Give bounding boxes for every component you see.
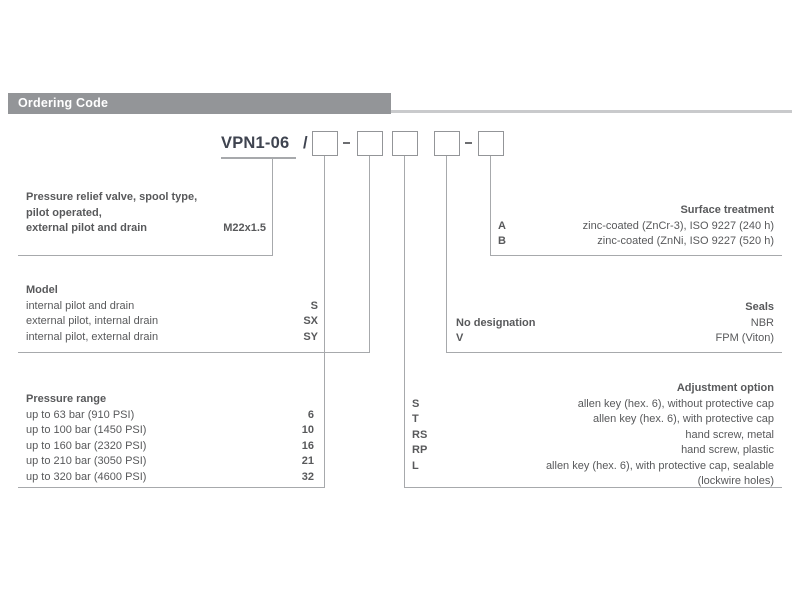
pressure-range-code: 6 <box>307 408 314 421</box>
rule-product-bottom <box>18 255 273 257</box>
product-thread-code: M22x1.5 <box>223 222 266 234</box>
adjustment-option-code: RS <box>412 428 428 441</box>
adjustment-option-desc: allen key (hex. 6), without protective c… <box>577 397 774 410</box>
adjustment-option-title: Adjustment option <box>676 382 774 394</box>
pressure-range-row: up to 63 bar (910 PSI) 6 <box>26 408 314 424</box>
block-adjustment-option: Adjustment option S allen key (hex. 6), … <box>412 381 774 490</box>
pressure-range-code: 16 <box>301 439 314 452</box>
seals-desc: FPM (Viton) <box>715 332 774 344</box>
code-box-4[interactable] <box>434 131 460 156</box>
model-row: internal pilot, external drain SY <box>26 330 318 346</box>
product-line-3: external pilot and drain <box>26 222 148 234</box>
block-product: Pressure relief valve, spool type, pilot… <box>26 190 266 237</box>
pressure-range-title: Pressure range <box>26 393 107 405</box>
adjustment-option-desc: allen key (hex. 6), with protective cap,… <box>545 459 774 472</box>
surface-treatment-code: A <box>498 219 506 232</box>
connector-pressure-range <box>324 156 326 488</box>
model-code: SY <box>303 330 318 343</box>
pressure-range-code: 10 <box>301 424 314 436</box>
model-desc: internal pilot and drain <box>26 299 135 312</box>
model-code: S <box>310 299 318 312</box>
seals-row: V FPM (Viton) <box>456 331 774 347</box>
adjustment-option-row: S allen key (hex. 6), without protective… <box>412 397 774 413</box>
code-dash-2 <box>465 142 472 145</box>
seals-desc: NBR <box>750 316 774 329</box>
adjustment-option-row: L allen key (hex. 6), with protective ca… <box>412 459 774 475</box>
connector-adjustment-option <box>404 156 406 488</box>
adjustment-option-desc: hand screw, metal <box>685 428 774 441</box>
block-seals: Seals No designation NBR V FPM (Viton) <box>456 300 774 347</box>
connector-product <box>272 157 274 256</box>
adjustment-option-code: S <box>412 397 420 410</box>
code-box-3[interactable] <box>392 131 418 156</box>
pressure-range-desc: up to 210 bar (3050 PSI) <box>26 455 147 467</box>
seals-row: No designation NBR <box>456 316 774 332</box>
pressure-range-row: up to 320 bar (4600 PSI) 32 <box>26 470 314 486</box>
code-dash-1 <box>343 142 350 145</box>
adjustment-option-desc: allen key (hex. 6), with protective cap <box>593 413 774 425</box>
pressure-range-row: up to 100 bar (1450 PSI) 10 <box>26 423 314 439</box>
adjustment-option-code: T <box>412 413 419 425</box>
pressure-range-row: up to 210 bar (3050 PSI) 21 <box>26 454 314 470</box>
model-title: Model <box>26 284 58 296</box>
model-desc: internal pilot, external drain <box>26 330 159 343</box>
rule-seals-bottom <box>446 352 782 354</box>
model-row: internal pilot and drain S <box>26 299 318 315</box>
adjustment-option-code: RP <box>412 444 428 456</box>
adjustment-option-row: RS hand screw, metal <box>412 428 774 444</box>
pressure-range-code: 32 <box>301 470 314 483</box>
rule-adjustment-option-bottom <box>404 487 782 489</box>
rule-model-bottom <box>18 352 370 354</box>
block-surface-treatment: Surface treatment A zinc-coated (ZnCr-3)… <box>498 203 774 250</box>
header-rule <box>391 110 792 113</box>
pressure-range-desc: up to 160 bar (2320 PSI) <box>26 439 147 452</box>
block-model: Model internal pilot and drain S externa… <box>26 283 318 345</box>
adjustment-option-code: L <box>412 459 419 472</box>
product-line-1: Pressure relief valve, spool type, <box>26 191 198 203</box>
connector-surface-treatment <box>490 156 492 255</box>
model-desc: external pilot, internal drain <box>26 315 159 327</box>
adjustment-option-row: T allen key (hex. 6), with protective ca… <box>412 412 774 428</box>
model-row: external pilot, internal drain SX <box>26 314 318 330</box>
model-code-label: VPN1-06 <box>221 134 290 152</box>
block-pressure-range: Pressure range up to 63 bar (910 PSI) 6 … <box>26 392 314 485</box>
connector-model <box>369 156 371 353</box>
surface-treatment-title: Surface treatment <box>680 204 774 216</box>
section-header-bar <box>8 93 391 114</box>
model-code: SX <box>303 315 318 327</box>
surface-treatment-desc: zinc-coated (ZnNi, ISO 9227 (520 h) <box>597 235 774 247</box>
adjustment-option-code <box>412 474 446 490</box>
code-box-5[interactable] <box>478 131 504 156</box>
surface-treatment-row: B zinc-coated (ZnNi, ISO 9227 (520 h) <box>498 234 774 250</box>
adjustment-option-desc: hand screw, plastic <box>681 444 774 456</box>
rule-surface-treatment-bottom <box>490 255 782 257</box>
seals-code: No designation <box>456 316 536 329</box>
pressure-range-desc: up to 100 bar (1450 PSI) <box>26 424 147 436</box>
rule-pressure-range-bottom <box>18 487 325 489</box>
adjustment-option-row: (lockwire holes) <box>412 474 774 490</box>
model-code-underline <box>221 157 296 159</box>
code-separator-slash: / <box>303 134 308 152</box>
pressure-range-code: 21 <box>301 455 314 467</box>
pressure-range-desc: up to 320 bar (4600 PSI) <box>26 470 147 483</box>
surface-treatment-desc: zinc-coated (ZnCr-3), ISO 9227 (240 h) <box>582 219 774 232</box>
surface-treatment-row: A zinc-coated (ZnCr-3), ISO 9227 (240 h) <box>498 219 774 235</box>
code-box-1[interactable] <box>312 131 338 156</box>
seals-code: V <box>456 332 464 344</box>
pressure-range-desc: up to 63 bar (910 PSI) <box>26 408 135 421</box>
page-title: Ordering Code <box>18 96 109 110</box>
adjustment-option-row: RP hand screw, plastic <box>412 443 774 459</box>
connector-seals <box>446 156 448 353</box>
product-line-2: pilot operated, <box>26 206 102 219</box>
pressure-range-row: up to 160 bar (2320 PSI) 16 <box>26 439 314 455</box>
code-box-2[interactable] <box>357 131 383 156</box>
adjustment-option-desc: (lockwire holes) <box>697 475 774 487</box>
seals-title: Seals <box>745 301 774 313</box>
surface-treatment-code: B <box>498 235 506 247</box>
